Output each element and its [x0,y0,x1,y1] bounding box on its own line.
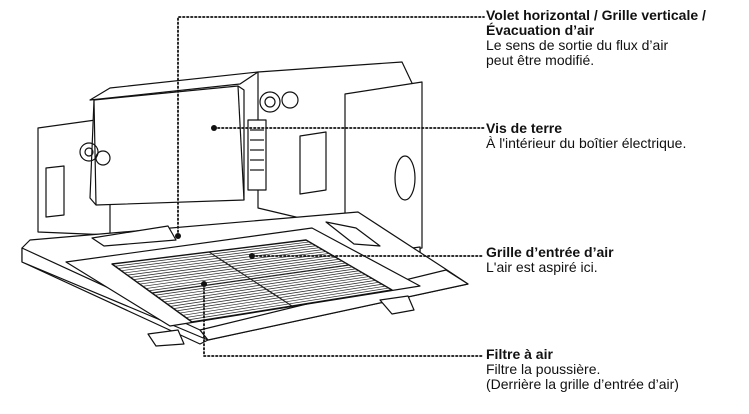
callout-title: Filtre à air [486,346,553,362]
callout-description: Le sens de sortie du flux d’air [486,37,669,53]
callout-title: Grille d’entrée d’air [486,244,614,260]
callout-grille-entree-air: Grille d’entrée d’air L'air est aspiré i… [486,245,748,275]
callout-filtre-a-air: Filtre à air Filtre la poussière. (Derri… [486,347,748,392]
callout-volet-horizontal: Volet horizontal / Grille verticale / Év… [486,8,748,68]
grille-seam [151,264,350,294]
callout-vis-de-terre: Vis de terre À l'intérieur du boîtier él… [486,121,748,151]
intake-grille [111,239,393,323]
callout-description: À l'intérieur du boîtier électrique. [486,135,687,151]
leader-dot [249,253,255,259]
leader-dot [175,233,181,239]
callout-description: peut être modifié. [486,52,595,68]
callout-description: Filtre la poussière. [486,361,601,377]
callout-title: Volet horizontal / Grille verticale / Év… [486,7,706,38]
callout-description: (Derrière la grille d’entrée d’air) [486,376,679,392]
callout-description: L'air est aspiré ici. [486,259,598,275]
leader-dot [211,125,217,131]
leader-volet [177,16,485,237]
leader-filtre [203,283,485,357]
callout-title: Vis de terre [486,120,563,136]
leader-dot [201,281,207,287]
